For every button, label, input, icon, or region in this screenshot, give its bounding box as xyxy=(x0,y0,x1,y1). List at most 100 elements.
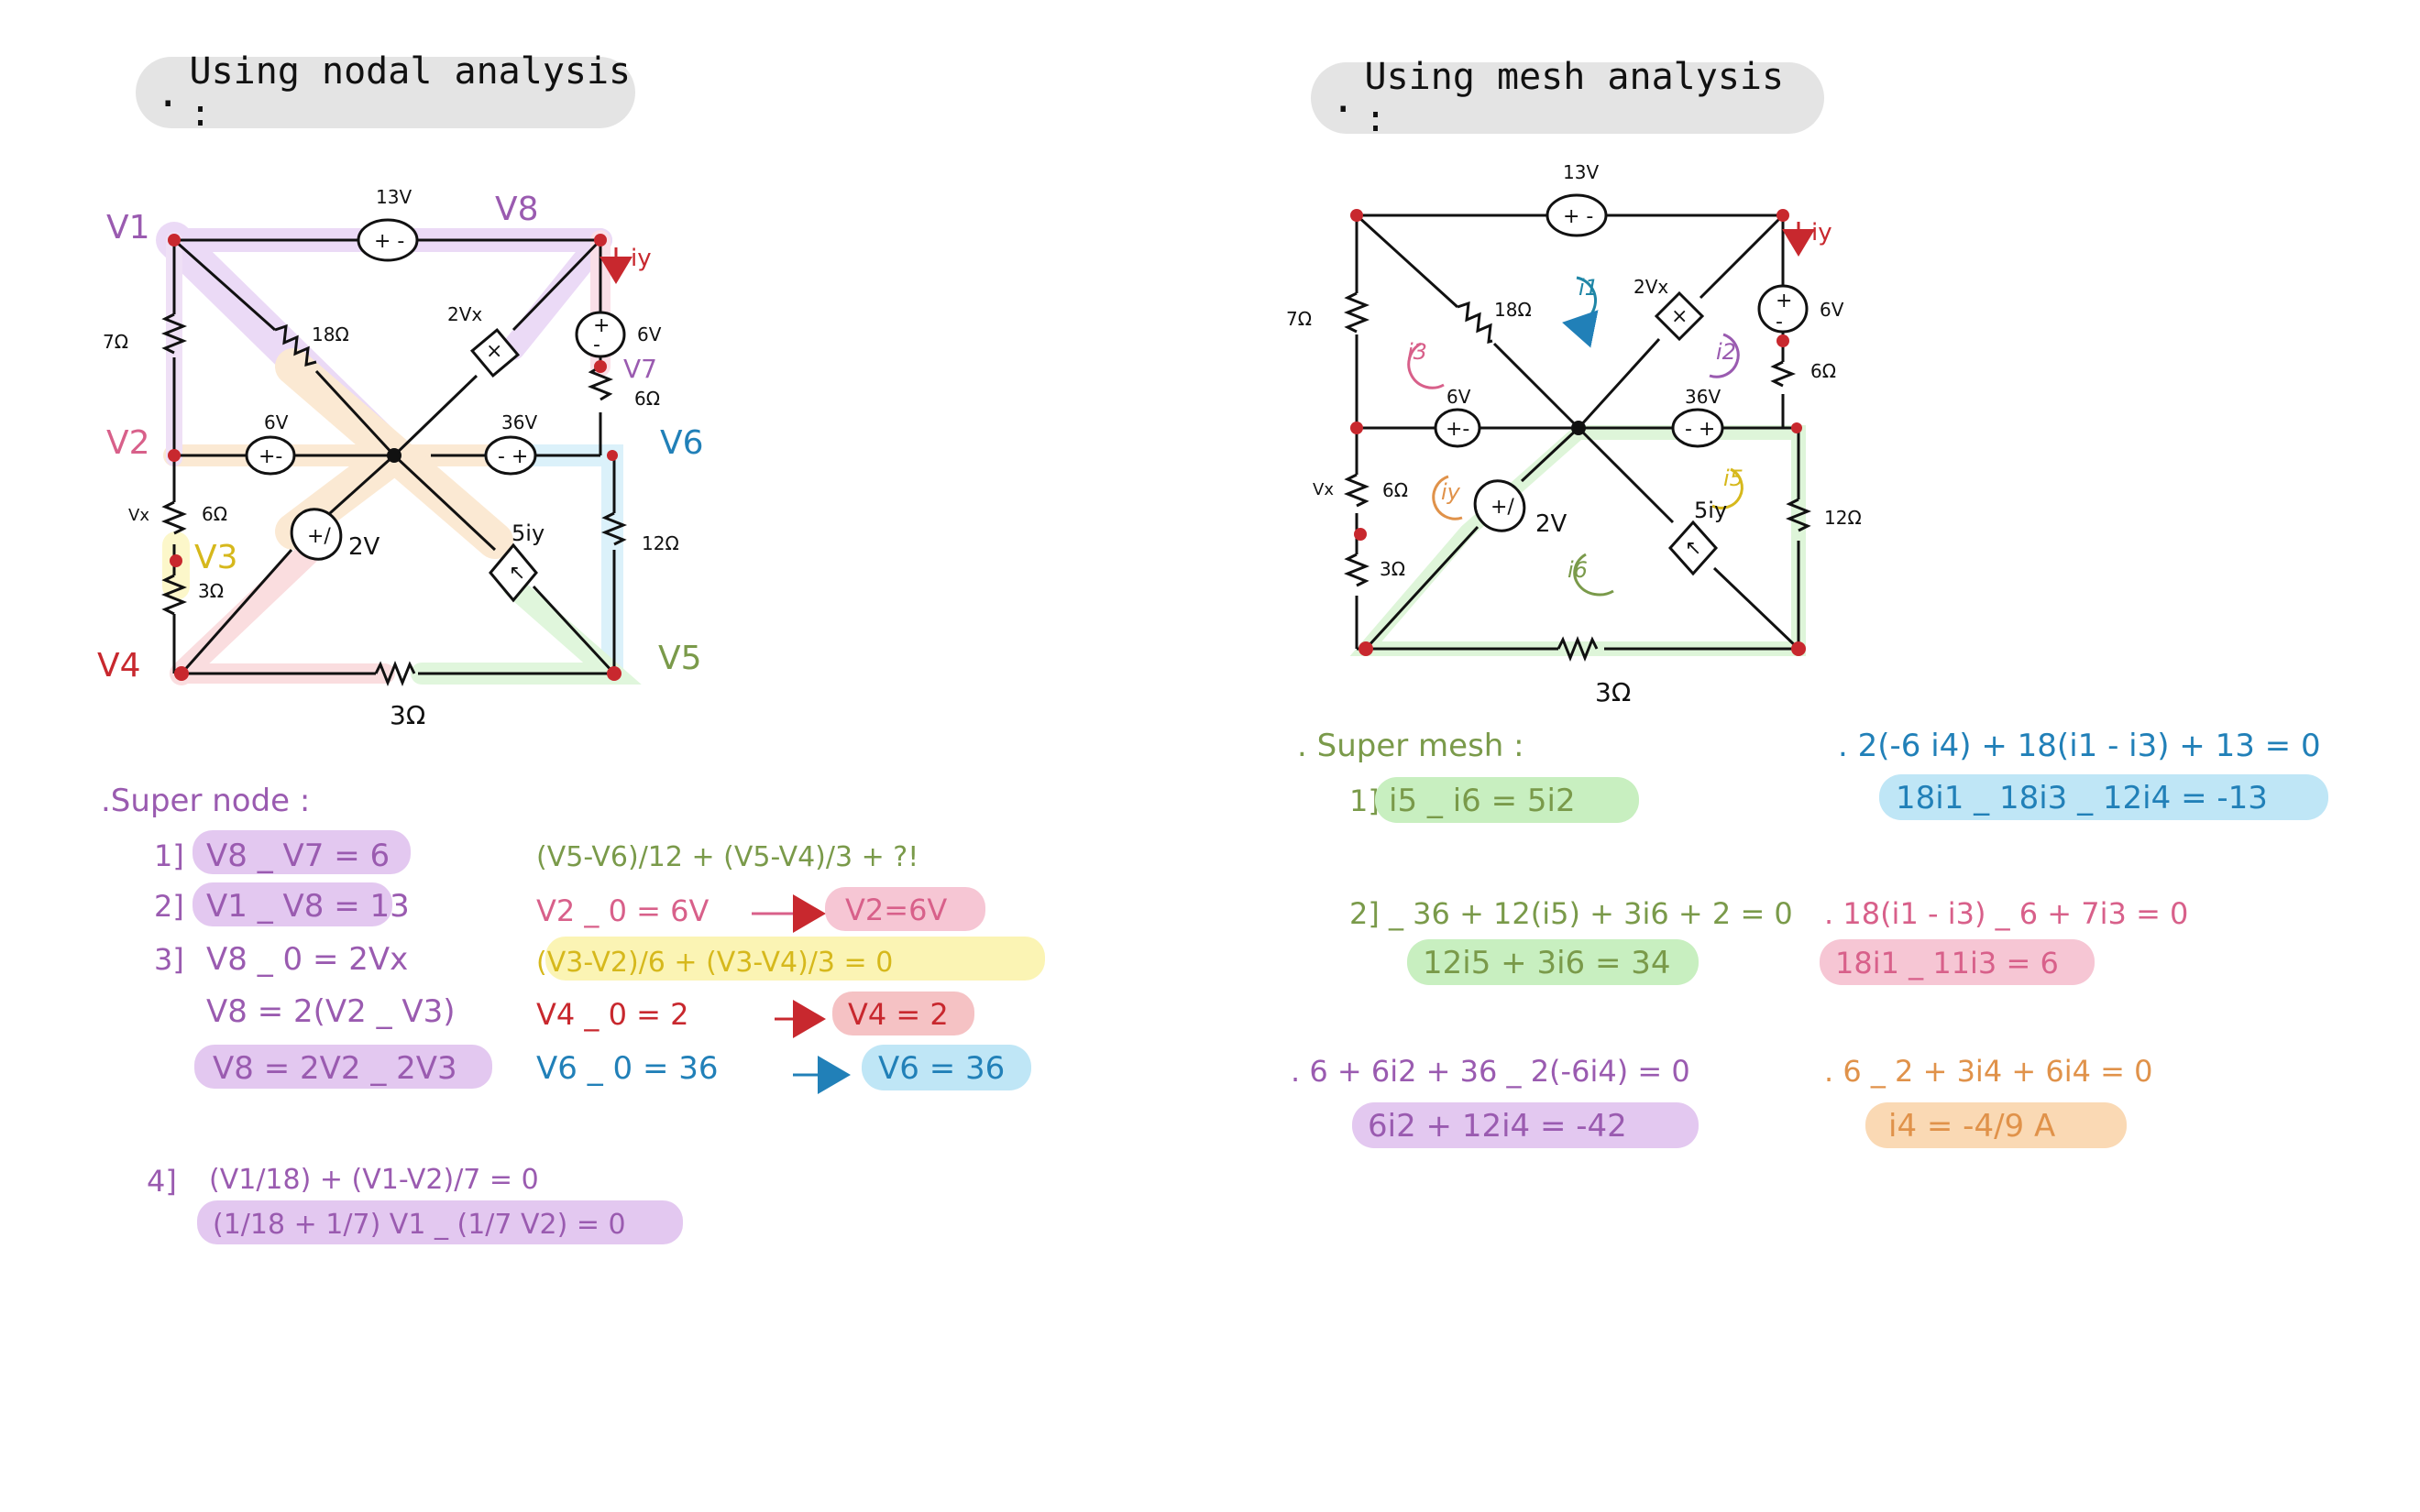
svg-text:+/: +/ xyxy=(307,525,331,548)
mesh-eq3-line1: . 6 + 6i2 + 36 _ 2(-6i4) = 0 xyxy=(1291,1054,1690,1089)
node-eq-1: (V5-V6)/12 + (V5-V4)/3 + ?! xyxy=(536,841,918,873)
mesh-label-i2: i2 xyxy=(1716,339,1736,365)
node-eq-3: (V3-V2)/6 + (V3-V4)/3 = 0 xyxy=(536,947,893,979)
mesh-label-i1: i1 xyxy=(1578,275,1599,301)
svg-text:+: + xyxy=(1776,290,1792,312)
m-label-36v: 36V xyxy=(1685,386,1721,408)
m-label-5iy: 5iy xyxy=(1694,498,1727,523)
svg-text:↖: ↖ xyxy=(509,562,525,585)
svg-text:+/: +/ xyxy=(1490,496,1514,519)
svg-text:-: - xyxy=(1776,311,1783,334)
mesh-eq1-line1: . 2(-6 i4) + 18(i1 - i3) + 13 = 0 xyxy=(1838,728,2321,764)
m-label-2vx: 2Vx xyxy=(1634,276,1668,298)
sm-eq1-text: i5 _ i6 = 5i2 xyxy=(1389,783,1576,819)
label-7ohm: 7Ω xyxy=(103,331,128,353)
eq3-line1: V8 _ 0 = 2Vx xyxy=(206,941,408,978)
label-36v: 36V xyxy=(501,411,537,433)
m-label-iy: iy xyxy=(1811,219,1832,247)
svg-text:- +: - + xyxy=(1685,418,1715,441)
supermesh-heading: . Super mesh : xyxy=(1297,728,1524,764)
sm-eq2-num: 2] xyxy=(1349,896,1380,931)
mesh-label-iy: iy xyxy=(1441,479,1461,505)
label-6ohm-left: 6Ω xyxy=(202,503,227,525)
sm-eq1-num: 1] xyxy=(1349,783,1380,818)
eq4-num: 4] xyxy=(147,1164,177,1199)
svg-text:↖: ↖ xyxy=(1685,537,1701,560)
node-label-v3: V3 xyxy=(194,539,238,576)
node-eq-5-result: V6 = 36 xyxy=(878,1050,1005,1087)
mesh-label-i5: i5 xyxy=(1723,466,1744,491)
eq2-text: V1 _ V8 = 13 xyxy=(206,888,410,925)
node-eq-5: V6 _ 0 = 36 xyxy=(536,1050,719,1087)
mesh-label-i3: i3 xyxy=(1407,339,1427,365)
supernode-heading: .Super node : xyxy=(101,783,310,819)
node-label-v5: V5 xyxy=(658,640,702,677)
node-eq-4-result: V4 = 2 xyxy=(848,997,949,1032)
label-6v-right: 6V xyxy=(637,323,662,345)
m-label-18ohm: 18Ω xyxy=(1494,299,1532,321)
sm-eq2-line2: 12i5 + 3i6 = 34 xyxy=(1423,945,1671,981)
node-label-v6: V6 xyxy=(660,424,704,462)
node-label-v1: V1 xyxy=(106,209,150,247)
svg-text:×: × xyxy=(1671,305,1688,328)
m-label-3ohm-left: 3Ω xyxy=(1380,558,1405,580)
node-label-v7: V7 xyxy=(623,354,657,384)
label-5iy: 5iy xyxy=(512,520,544,546)
label-3ohm-bottom: 3Ω xyxy=(390,700,425,730)
node-eq-2-result: V2=6V xyxy=(845,893,947,927)
svg-text:+-: +- xyxy=(1446,418,1469,441)
svg-text:- +: - + xyxy=(498,445,528,468)
m-label-12ohm: 12Ω xyxy=(1824,507,1862,529)
label-iy: iy xyxy=(631,245,652,272)
mesh-eq2-line1: . 18(i1 - i3) _ 6 + 7i3 = 0 xyxy=(1824,896,2188,931)
mesh-equations: . Super mesh : 1] i5 _ i6 = 5i2 2] _ 36 … xyxy=(1291,728,2328,1148)
eq2-num: 2] xyxy=(154,889,184,924)
mesh-circuit: + - +- - + +- +/ × ↖ i1 i2 i3 iy i5 i6 xyxy=(1286,161,1862,707)
eq4-line1: (V1/18) + (V1-V2)/7 = 0 xyxy=(209,1164,539,1196)
eq3-line2: V8 = 2(V2 _ V3) xyxy=(206,993,456,1030)
node-eq-4: V4 _ 0 = 2 xyxy=(536,997,688,1032)
label-3ohm-left: 3Ω xyxy=(198,580,224,602)
label-12ohm: 12Ω xyxy=(642,532,679,554)
eq1-text: V8 _ V7 = 6 xyxy=(206,838,390,874)
eq3-line3: V8 = 2V2 _ 2V3 xyxy=(213,1050,457,1087)
m-label-2v: 2V xyxy=(1535,510,1568,538)
mesh-eq4-line1: . 6 _ 2 + 3i4 + 6i4 = 0 xyxy=(1824,1054,2152,1089)
m-label-7ohm: 7Ω xyxy=(1286,308,1312,330)
svg-text:+: + xyxy=(593,314,610,337)
label-13v: 13V xyxy=(376,186,412,208)
mesh-eq1-line2: 18i1 _ 18i3 _ 12i4 = -13 xyxy=(1896,780,2268,816)
m-label-13v: 13V xyxy=(1563,161,1599,183)
nodal-title: . Using nodal analysis : xyxy=(136,50,635,135)
eq4-line2: (1/18 + 1/7) V1 _ (1/7 V2) = 0 xyxy=(213,1209,626,1241)
node-label-v2: V2 xyxy=(106,424,150,462)
node-label-v4: V4 xyxy=(97,647,141,685)
node-eq-2: V2 _ 0 = 6V xyxy=(536,893,709,928)
m-label-6ohm-right: 6Ω xyxy=(1810,360,1836,382)
svg-text:×: × xyxy=(486,340,502,363)
mesh-eq3-line2: 6i2 + 12i4 = -42 xyxy=(1368,1108,1627,1145)
mesh-label-i6: i6 xyxy=(1568,557,1588,583)
label-vx: Vx xyxy=(128,506,149,525)
eq3-num: 3] xyxy=(154,942,184,977)
nodal-equations: .Super node : 1] V8 _ V7 = 6 2] V1 _ V8 … xyxy=(101,783,1045,1244)
svg-text:-: - xyxy=(593,334,600,356)
mesh-title: . Using mesh analysis : xyxy=(1311,56,1824,140)
bullet-dot: . xyxy=(1331,74,1356,122)
mesh-eq4-line2: i4 = -4/9 A xyxy=(1888,1108,2055,1145)
svg-text:+ -: + - xyxy=(1563,205,1593,228)
m-label-6v-right: 6V xyxy=(1820,299,1844,321)
nodal-title-text: Using nodal analysis : xyxy=(189,50,632,135)
nodal-circuit: + -+-- + +-+/ ×↖ V1 V8 V2 V3 V4 V5 V6 V7… xyxy=(97,186,704,730)
sm-eq2-line1: _ 36 + 12(i5) + 3i6 + 2 = 0 xyxy=(1388,896,1793,931)
svg-text:+-: +- xyxy=(258,445,282,468)
mesh-title-text: Using mesh analysis : xyxy=(1364,56,1785,140)
m-label-6v-mid: 6V xyxy=(1446,386,1471,408)
label-2v: 2V xyxy=(348,533,380,561)
m-label-6ohm-left: 6Ω xyxy=(1382,479,1408,501)
mesh-eq2-line2: 18i1 _ 11i3 = 6 xyxy=(1835,946,2059,981)
label-6v-mid: 6V xyxy=(264,411,289,433)
label-18ohm: 18Ω xyxy=(312,323,349,345)
node-label-v8: V8 xyxy=(495,191,539,228)
